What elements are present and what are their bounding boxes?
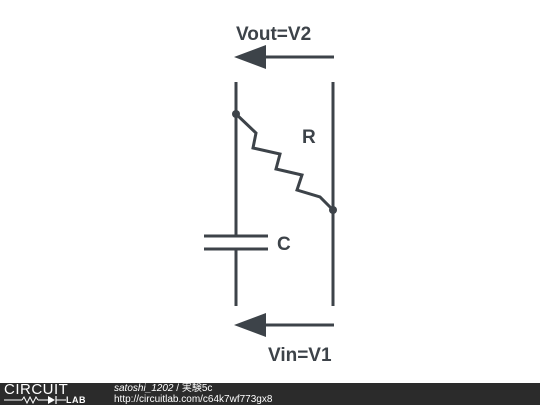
- logo-lab-text: LAB: [66, 395, 86, 405]
- capacitor-label: C: [277, 234, 291, 255]
- footer-separator: /: [173, 383, 182, 394]
- footer-title-line: satoshi_1202 / 実験5c: [114, 384, 272, 394]
- vin-label: Vin=V1: [268, 345, 332, 366]
- footer-bar: CIRCUIT LAB satoshi_1202 / 実験5c http://c…: [0, 383, 540, 405]
- footer-user[interactable]: satoshi_1202: [114, 383, 174, 394]
- logo-circuit-symbol-icon: [4, 396, 66, 404]
- circuit-diagram: Vout=V2 C R Vin=V1: [204, 24, 337, 366]
- node-dot-left: [232, 110, 240, 118]
- vout-arrow-head: [234, 45, 266, 69]
- logo-circuit-text: CIRCUIT: [4, 383, 69, 398]
- circuitlab-logo[interactable]: CIRCUIT LAB: [4, 383, 104, 405]
- footer-project[interactable]: 実験5c: [181, 383, 213, 394]
- footer-url[interactable]: http://circuitlab.com/c64k7wf773gx8: [114, 394, 273, 405]
- footer-attribution: satoshi_1202 / 実験5c http://circuitlab.co…: [114, 384, 272, 405]
- resistor-zigzag: [234, 112, 335, 212]
- vout-label: Vout=V2: [236, 24, 311, 45]
- resistor-label: R: [302, 127, 316, 148]
- node-dot-right: [329, 206, 337, 214]
- vin-arrow-head: [234, 313, 266, 337]
